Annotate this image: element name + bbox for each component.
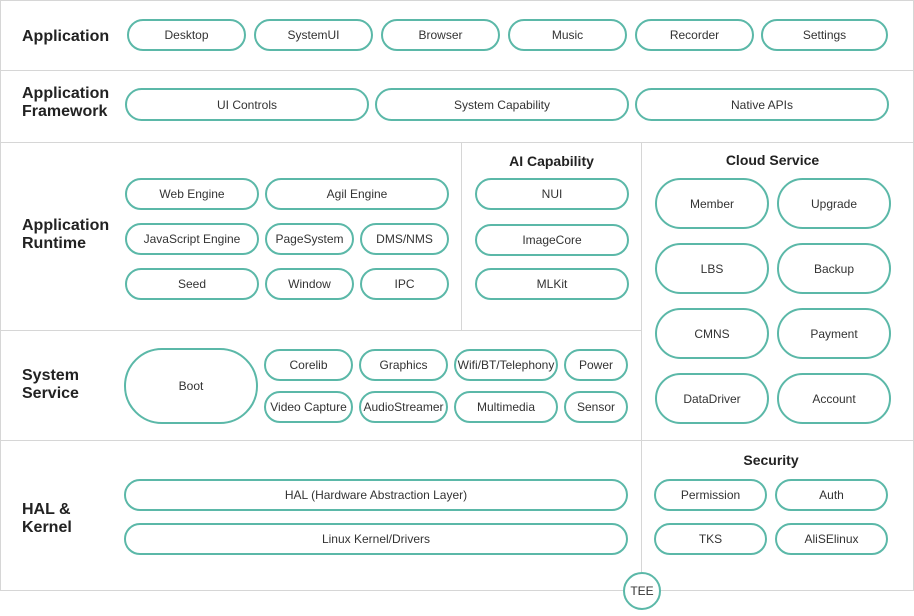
layer-title-runtime: Application Runtime xyxy=(22,217,109,253)
rt-window[interactable]: Window xyxy=(265,268,354,300)
rt-dms-nms[interactable]: DMS/NMS xyxy=(360,223,449,255)
layer-title-line: Framework xyxy=(22,103,108,120)
rt-pagesystem[interactable]: PageSystem xyxy=(265,223,354,255)
app-desktop[interactable]: Desktop xyxy=(127,19,246,51)
sys-corelib[interactable]: Corelib xyxy=(264,349,353,381)
cloud-account[interactable]: Account xyxy=(777,373,891,424)
ai-nui[interactable]: NUI xyxy=(475,178,629,210)
divider xyxy=(641,142,642,572)
rt-ipc[interactable]: IPC xyxy=(360,268,449,300)
hal-layer[interactable]: HAL (Hardware Abstraction Layer) xyxy=(124,479,628,511)
cloud-lbs[interactable]: LBS xyxy=(655,243,769,294)
rt-seed[interactable]: Seed xyxy=(125,268,259,300)
fw-ui-controls[interactable]: UI Controls xyxy=(125,88,369,121)
divider xyxy=(0,440,913,441)
layer-title-line: System xyxy=(22,367,79,384)
rt-web-engine[interactable]: Web Engine xyxy=(125,178,259,210)
cloud-datadriver[interactable]: DataDriver xyxy=(655,373,769,424)
fw-native-apis[interactable]: Native APIs xyxy=(635,88,889,121)
layer-title-hal: HAL & Kernel xyxy=(22,501,72,537)
cloud-payment[interactable]: Payment xyxy=(777,308,891,359)
ai-capability-title: AI Capability xyxy=(509,153,594,169)
layer-title-line: Runtime xyxy=(22,235,86,252)
divider xyxy=(0,330,641,331)
cloud-upgrade[interactable]: Upgrade xyxy=(777,178,891,229)
cloud-backup[interactable]: Backup xyxy=(777,243,891,294)
app-systemui[interactable]: SystemUI xyxy=(254,19,373,51)
layer-title-framework: Application Framework xyxy=(22,85,109,121)
app-browser[interactable]: Browser xyxy=(381,19,500,51)
rt-agil-engine[interactable]: Agil Engine xyxy=(265,178,449,210)
divider xyxy=(0,142,913,143)
layer-title-line: HAL & xyxy=(22,501,71,518)
sys-graphics[interactable]: Graphics xyxy=(359,349,448,381)
app-recorder[interactable]: Recorder xyxy=(635,19,754,51)
sys-multimedia[interactable]: Multimedia xyxy=(454,391,558,423)
sys-wifi-bt-telephony[interactable]: Wifi/BT/Telephony xyxy=(454,349,558,381)
linux-kernel-drivers[interactable]: Linux Kernel/Drivers xyxy=(124,523,628,555)
layer-title-line: Kernel xyxy=(22,519,72,536)
ai-mlkit[interactable]: MLKit xyxy=(475,268,629,300)
sys-video-capture[interactable]: Video Capture xyxy=(264,391,353,423)
app-music[interactable]: Music xyxy=(508,19,627,51)
sec-aliselinux[interactable]: AliSElinux xyxy=(775,523,888,555)
sys-boot[interactable]: Boot xyxy=(124,348,258,424)
security-title: Security xyxy=(743,452,799,468)
layer-title-line: Application xyxy=(22,217,110,234)
sys-sensor[interactable]: Sensor xyxy=(564,391,628,423)
sec-tks[interactable]: TKS xyxy=(654,523,767,555)
divider xyxy=(0,70,913,71)
tee-node[interactable]: TEE xyxy=(623,572,661,610)
divider xyxy=(461,142,462,330)
cloud-service-title: Cloud Service xyxy=(725,152,820,168)
fw-system-capability[interactable]: System Capability xyxy=(375,88,629,121)
layer-title-system: System Service xyxy=(22,367,79,403)
layer-title-application: Application xyxy=(22,28,110,45)
sec-auth[interactable]: Auth xyxy=(775,479,888,511)
cloud-cmns[interactable]: CMNS xyxy=(655,308,769,359)
app-settings[interactable]: Settings xyxy=(761,19,888,51)
sec-permission[interactable]: Permission xyxy=(654,479,767,511)
sys-audiostreamer[interactable]: AudioStreamer xyxy=(359,391,448,423)
layer-title-line: Service xyxy=(22,385,79,402)
ai-imagecore[interactable]: ImageCore xyxy=(475,224,629,256)
rt-javascript-engine[interactable]: JavaScript Engine xyxy=(125,223,259,255)
layer-title-line: Application xyxy=(22,85,110,102)
cloud-member[interactable]: Member xyxy=(655,178,769,229)
sys-power[interactable]: Power xyxy=(564,349,628,381)
